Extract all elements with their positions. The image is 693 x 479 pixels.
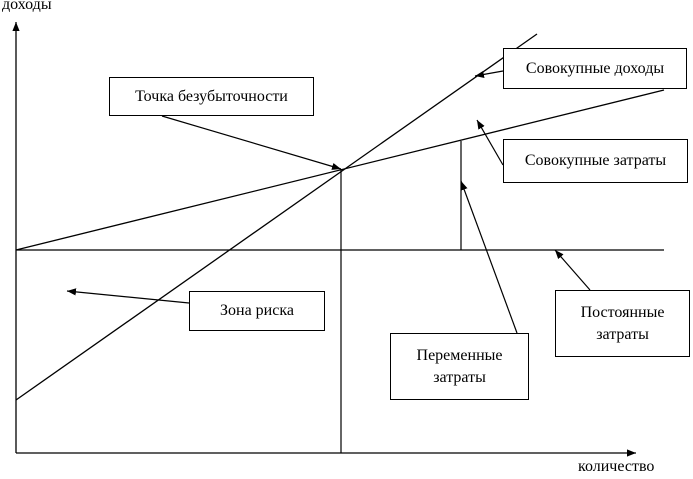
total-revenue-arrow xyxy=(474,70,504,78)
total-revenue-label-box: Совокупные доходы xyxy=(503,48,687,89)
fixed-costs-label-box: Постоянные затраты xyxy=(555,290,690,357)
breakeven-arrow xyxy=(161,115,342,170)
total-costs-arrow xyxy=(476,119,504,166)
total-costs-line xyxy=(15,89,665,251)
breakeven-label-box: Точка безубыточности xyxy=(109,77,314,116)
variable-costs-label-box: Переменные затраты xyxy=(390,333,529,400)
total-costs-label-box: Совокупные затраты xyxy=(503,139,688,183)
x-axis-label: количество xyxy=(578,458,655,475)
y-axis-label: доходы xyxy=(2,0,52,13)
variable-costs-arrow xyxy=(460,180,518,334)
total-revenue-line xyxy=(15,33,538,401)
fixed-costs-arrow xyxy=(554,249,591,291)
risk-zone-label-box: Зона риска xyxy=(189,291,325,331)
risk-zone-arrow xyxy=(66,288,190,304)
